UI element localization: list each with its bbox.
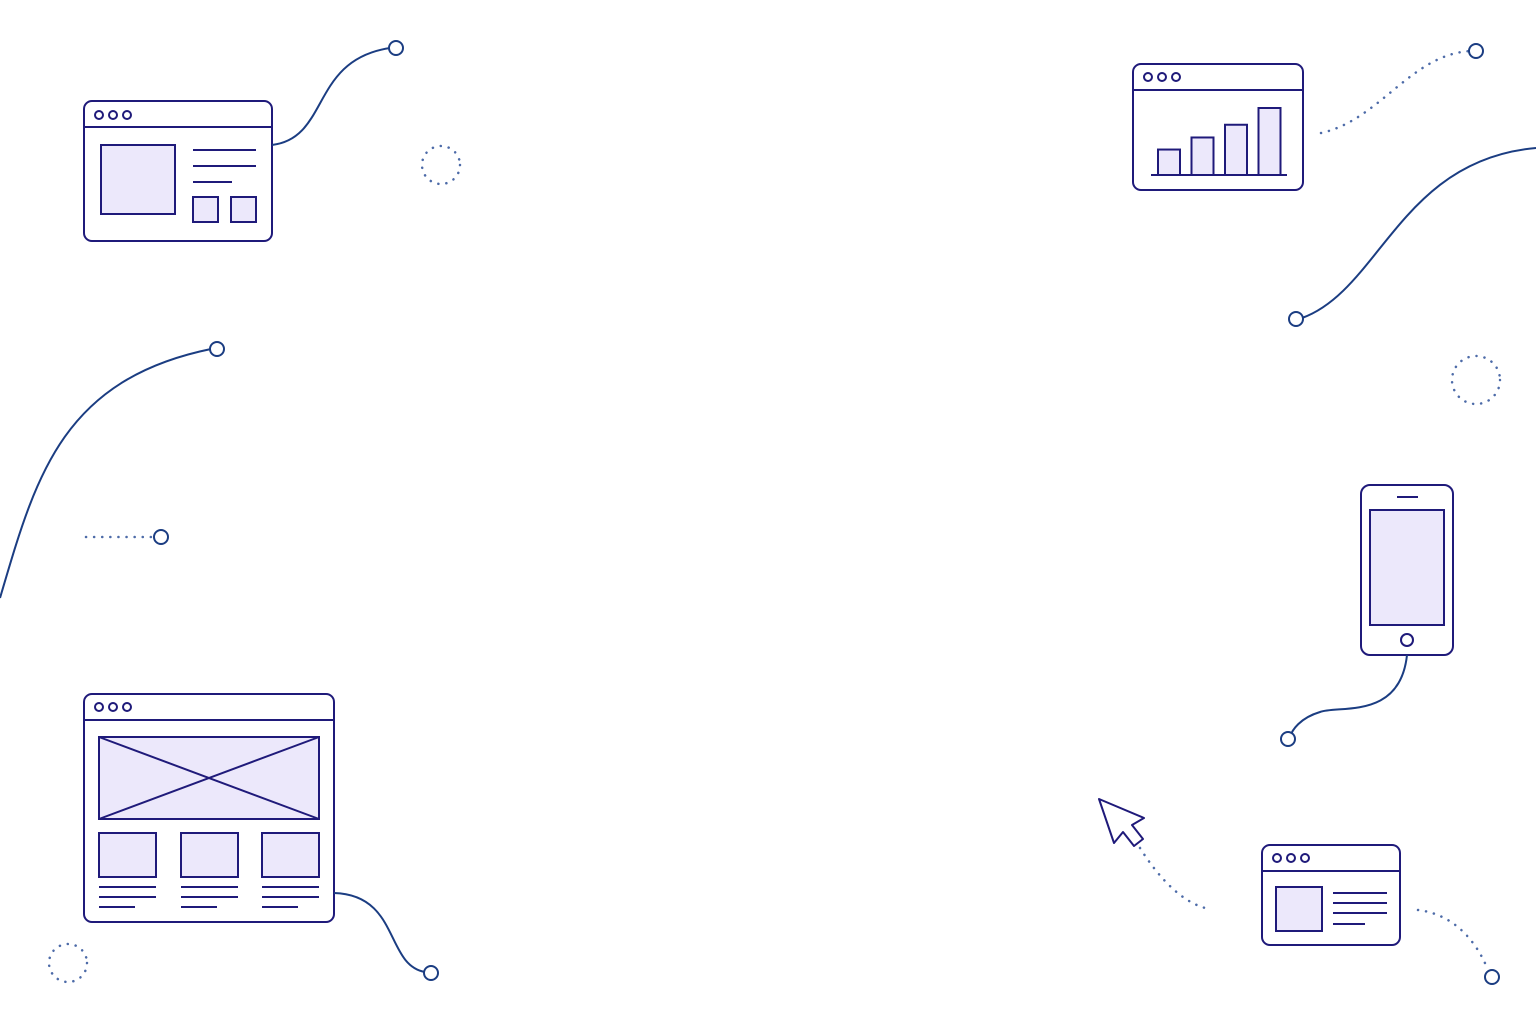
dotted-path: [1319, 49, 1472, 135]
bar-chart-icon: [1157, 107, 1282, 176]
card: [261, 832, 320, 908]
connector-node: [1484, 969, 1500, 985]
phone-screen: [1369, 509, 1445, 626]
chart-bar: [1190, 136, 1215, 176]
window-controls-icon: [1272, 853, 1310, 863]
dotted-ring: [420, 144, 462, 186]
window-controls-icon: [1143, 72, 1181, 82]
window-controls-icon: [94, 702, 132, 712]
dotted-path: [1416, 908, 1490, 972]
image-placeholder: [100, 144, 176, 215]
dotted-path: [1138, 846, 1212, 911]
dotted-ring: [1450, 354, 1502, 406]
connector-node: [1280, 731, 1296, 747]
connector-node: [388, 40, 404, 56]
image-placeholder: [1275, 886, 1323, 932]
connector-node: [423, 965, 439, 981]
browser-window-top-left: [83, 100, 273, 242]
dotted-ring: [47, 942, 89, 984]
connector-curve: [1289, 654, 1408, 738]
connector-node: [1468, 43, 1484, 59]
window-controls-icon: [94, 110, 132, 120]
chart-bar: [1257, 107, 1282, 176]
phone-home-button: [1400, 633, 1414, 647]
thumbnail: [230, 196, 257, 223]
card: [98, 832, 157, 908]
connector-node: [209, 341, 225, 357]
browser-window-bottom-right: [1261, 844, 1401, 946]
card: [180, 832, 239, 908]
connector-curve: [333, 892, 426, 973]
connector-curve: [0, 348, 212, 599]
connector-curve: [1301, 147, 1536, 319]
mobile-phone-icon: [1360, 484, 1454, 656]
browser-window-wireframe: [83, 693, 335, 923]
hero-image-placeholder: [98, 736, 320, 820]
chart-bar: [1157, 148, 1181, 176]
mouse-cursor-icon: [1098, 798, 1145, 847]
thumbnail: [192, 196, 219, 223]
connector-node: [1288, 311, 1304, 327]
connector-curve: [271, 47, 391, 146]
browser-window-bar-chart: [1132, 63, 1304, 191]
connector-node: [153, 529, 169, 545]
chart-bar: [1224, 123, 1248, 176]
